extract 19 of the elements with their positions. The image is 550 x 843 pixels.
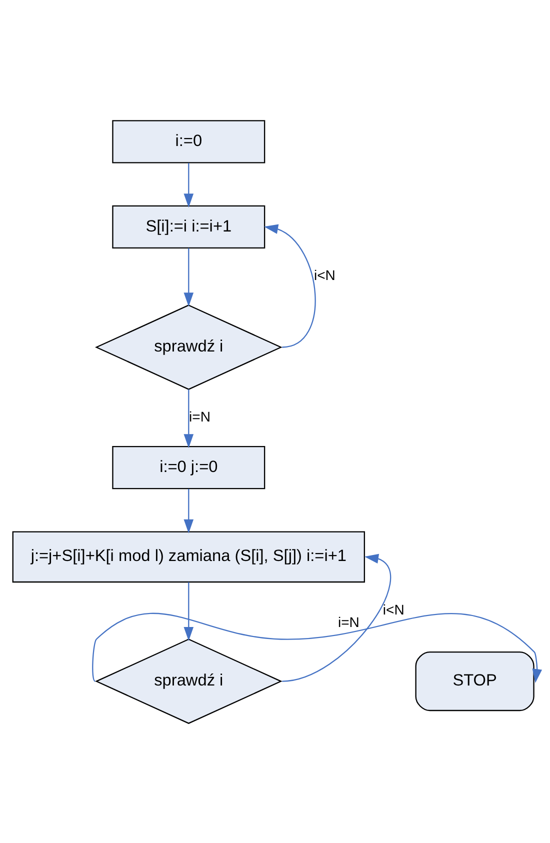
node-box: STOP <box>415 651 534 711</box>
node-box: i:=0 <box>112 120 266 163</box>
arrow <box>184 488 194 533</box>
arrow <box>282 553 391 682</box>
arrow <box>184 582 194 640</box>
node-box: S[i]:=i i:=i+1 <box>112 204 266 248</box>
node-diamond: sprawdź i <box>94 638 282 724</box>
arrow <box>184 388 194 448</box>
arrow <box>184 162 194 208</box>
node-box: j:=j+S[i]+K[i mod l) zamiana (S[i], S[j]) i:=i+1 <box>12 530 366 582</box>
arrow <box>264 224 316 348</box>
edge-label: i=N <box>189 408 210 424</box>
edge-label: i=N <box>338 614 360 630</box>
arrow <box>184 248 194 306</box>
arrow <box>92 612 542 683</box>
node-diamond: sprawdź i <box>94 304 282 390</box>
edge-label: i<N <box>314 266 336 283</box>
edge-label: i<N <box>382 600 404 617</box>
node-box: i:=0 j:=0 <box>112 445 266 489</box>
